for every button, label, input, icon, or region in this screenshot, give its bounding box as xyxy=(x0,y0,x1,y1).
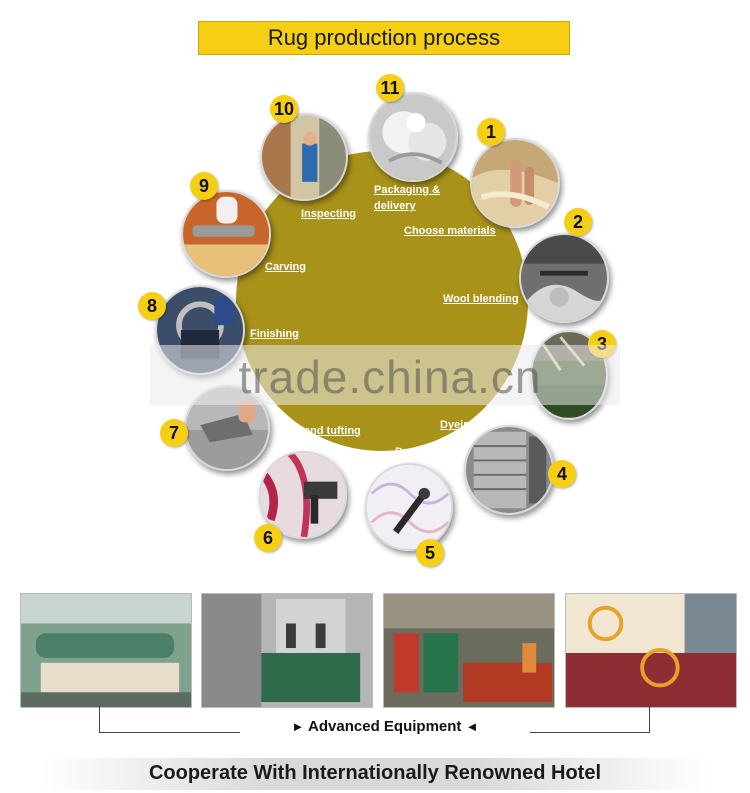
stage-11-label-line2: delivery xyxy=(374,200,416,212)
advanced-equipment-label: Advanced Equipment xyxy=(308,718,462,735)
stage-11-number: 11 xyxy=(376,74,404,102)
stage-10-number: 10 xyxy=(270,95,298,123)
stage-2-photo xyxy=(519,233,609,323)
equipment-photo-4 xyxy=(565,593,737,708)
stage-6-label: Hand tufting xyxy=(296,425,361,437)
equipment-photo-1 xyxy=(20,593,192,708)
stage-4-photo xyxy=(464,425,554,515)
stage-9-number: 9 xyxy=(190,172,218,200)
stage-9-photo xyxy=(181,190,271,278)
stage-5-number: 5 xyxy=(416,539,444,567)
stage-10-label: Inspecting xyxy=(301,208,357,220)
stage-8-label: Finishing xyxy=(250,328,299,340)
stage-7-number: 7 xyxy=(160,419,188,447)
stage-8-number: 8 xyxy=(138,292,166,320)
stage-6-photo xyxy=(259,451,347,539)
stage-6-number: 6 xyxy=(254,524,282,552)
stage-10-photo xyxy=(260,113,348,201)
advanced-equipment-caption: ► Advanced Equipment ◄ xyxy=(240,718,530,735)
stage-1-photo xyxy=(470,138,560,228)
equipment-photo-3 xyxy=(383,593,555,708)
stage-5-photo xyxy=(365,463,453,551)
watermark: trade.china.cn xyxy=(238,351,542,403)
stage-11-photo xyxy=(368,92,458,182)
stage-1-number: 1 xyxy=(477,118,505,146)
footer-band xyxy=(40,758,710,790)
stage-2-number: 2 xyxy=(564,208,592,236)
stage-4-number: 4 xyxy=(548,460,576,488)
stage-2-label: Wool blending xyxy=(443,293,519,305)
footer-slogan: Cooperate With Internationally Renowned … xyxy=(148,762,602,784)
arrow-right-icon: ► xyxy=(291,719,305,734)
page-title: Rug production process xyxy=(198,21,570,55)
equipment-photo-2 xyxy=(201,593,373,708)
stage-1-label: Choose materials xyxy=(404,225,496,237)
stage-4-label: Dyeing xyxy=(440,419,477,431)
stage-5-label: Drawing xyxy=(395,446,439,458)
arrow-left-icon: ◄ xyxy=(465,719,479,734)
stage-11-label: Packaging & xyxy=(374,184,441,196)
stage-9-label: Carving xyxy=(265,261,306,273)
watermark-band xyxy=(150,345,620,405)
